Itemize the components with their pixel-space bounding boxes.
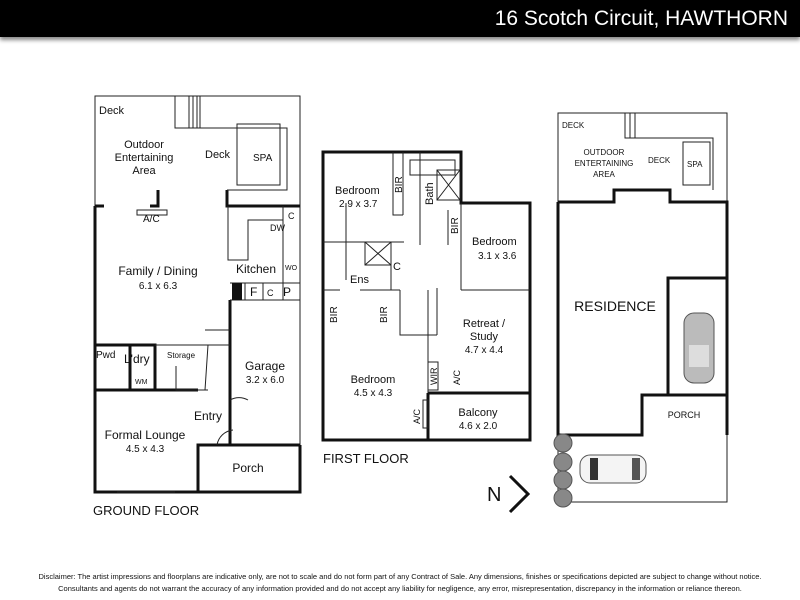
room-label: C — [393, 261, 401, 273]
room-label: Bedroom — [351, 374, 396, 386]
room-label: Bedroom — [335, 185, 380, 197]
north-label: N — [487, 484, 501, 506]
room-label: L'dry — [124, 352, 150, 366]
room-label: RESIDENCE — [574, 298, 656, 314]
car-icon — [683, 312, 715, 384]
room-dimension: 2.9 x 3.7 — [339, 199, 378, 210]
room-label: DECK — [648, 156, 671, 165]
floor-label: FIRST FLOOR — [323, 451, 409, 466]
room-label: BIR — [379, 306, 390, 323]
room-label: Deck — [205, 149, 231, 161]
room-label: Entry — [194, 409, 222, 423]
room-label: A/C — [143, 214, 160, 225]
room-label: WM — [135, 379, 148, 386]
room-label: Entertaining — [115, 152, 174, 164]
room-dimension: 3.1 x 3.6 — [478, 251, 517, 262]
room-label: Ens — [350, 274, 369, 286]
room-label: Garage — [245, 359, 285, 373]
room-label: Kitchen — [236, 262, 276, 276]
room-label: BIR — [394, 176, 405, 193]
room-dimension: 6.1 x 6.3 — [139, 281, 178, 292]
header-bar: 16 Scotch Circuit, HAWTHORN — [0, 0, 800, 37]
room-label: PORCH — [668, 410, 701, 420]
ground-floor-plan: Deck Outdoor Entertaining Area Deck SPA … — [93, 95, 302, 518]
room-label: Formal Lounge — [105, 428, 186, 442]
room-label: Balcony — [458, 407, 498, 419]
room-dimension: 4.5 x 4.3 — [126, 444, 165, 455]
room-dimension: 4.5 x 4.3 — [354, 388, 393, 399]
room-label: P — [283, 285, 291, 299]
room-label: BIR — [450, 217, 461, 234]
room-label: DW — [270, 223, 285, 233]
property-title: 16 Scotch Circuit, HAWTHORN — [494, 7, 788, 30]
north-compass: N — [487, 474, 531, 514]
tree-icons — [553, 433, 573, 508]
room-label: Retreat / — [463, 318, 506, 330]
room-label: Outdoor — [124, 139, 164, 151]
arrow-icon — [508, 474, 531, 514]
car-icon — [579, 454, 647, 484]
room-dimension: 4.6 x 2.0 — [459, 421, 498, 432]
floor-label: GROUND FLOOR — [93, 503, 199, 518]
room-label: ENTERTAINING — [575, 159, 634, 168]
room-label: Bath — [424, 182, 436, 205]
room-label: Bedroom — [472, 236, 517, 248]
site-plan: DECK OUTDOOR ENTERTAINING AREA DECK SPA … — [553, 112, 729, 508]
room-label: Pwd — [96, 350, 115, 361]
room-label: BIR — [329, 306, 340, 323]
first-floor-plan: Bedroom 2.9 x 3.7 BIR Bath BIR Bedroom 3… — [321, 150, 532, 466]
room-label: A/C — [412, 408, 422, 424]
room-label: WO — [285, 265, 298, 272]
room-label: OUTDOOR — [584, 148, 625, 157]
room-label: Study — [470, 331, 499, 343]
room-label: AREA — [593, 170, 615, 179]
room-dimension: 4.7 x 4.4 — [465, 345, 504, 356]
room-label: SPA — [687, 160, 703, 169]
room-label: C — [267, 288, 274, 298]
room-label: SPA — [253, 153, 273, 164]
room-label: DECK — [562, 121, 585, 130]
room-label: WIR — [429, 367, 439, 385]
disclaimer: Disclaimer: The artist impressions and f… — [0, 571, 800, 595]
room-label: Deck — [99, 105, 125, 117]
room-label: Family / Dining — [118, 264, 197, 278]
room-label: C — [288, 211, 295, 221]
disclaimer-line: Consultants and agents do not warrant th… — [58, 584, 742, 593]
room-label: F — [250, 285, 257, 299]
room-label: Area — [132, 165, 156, 177]
room-label: Porch — [232, 461, 263, 475]
disclaimer-line: Disclaimer: The artist impressions and f… — [38, 572, 762, 581]
room-label: Storage — [167, 351, 196, 360]
room-dimension: 3.2 x 6.0 — [246, 375, 285, 386]
room-label: A/C — [452, 369, 462, 385]
